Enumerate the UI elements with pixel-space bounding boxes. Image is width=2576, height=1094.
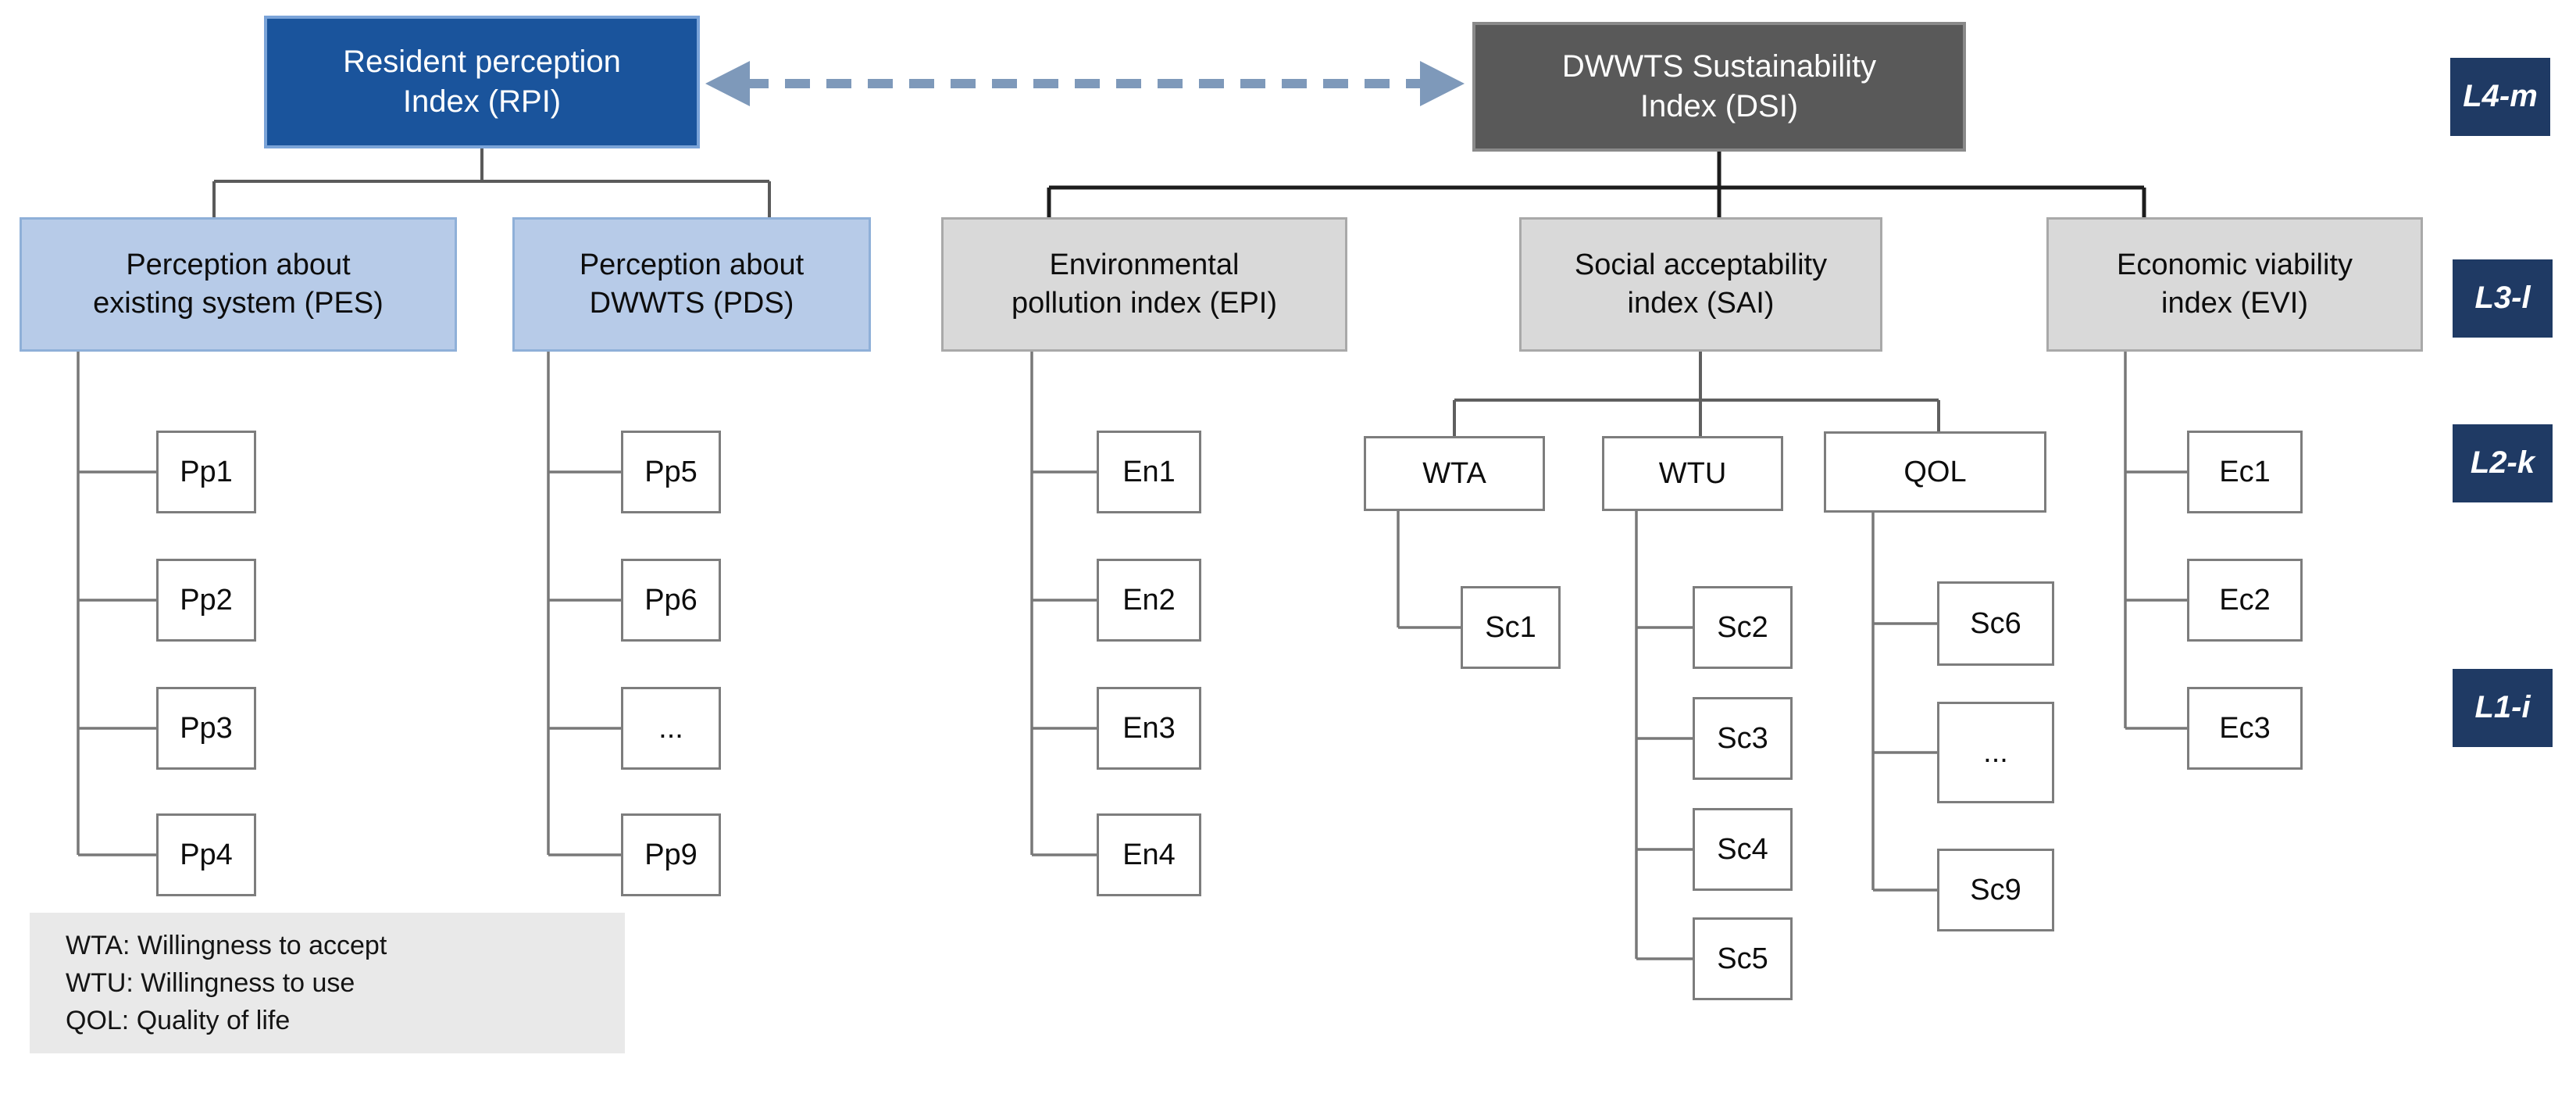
node-ec2: Ec2	[2187, 559, 2303, 642]
node-pds: Perception about DWWTS (PDS)	[512, 217, 871, 352]
dashed-double-arrow	[705, 61, 1465, 106]
node-ec1: Ec1	[2187, 431, 2303, 513]
node-pp6: Pp6	[621, 559, 721, 642]
node-sc2: Sc2	[1693, 586, 1793, 669]
connector-dsi-children	[1047, 152, 2146, 219]
node-pes: Perception about existing system (PES)	[20, 217, 457, 352]
node-rpi: Resident perception Index (RPI)	[264, 16, 700, 148]
connector-pes-children	[77, 352, 156, 856]
legend-line-qol: QOL: Quality of life	[66, 1006, 291, 1036]
node-pp5: Pp5	[621, 431, 721, 513]
connector-sai-children	[1453, 352, 1940, 436]
node-en1: En1	[1097, 431, 1201, 513]
connector-wta-children	[1397, 511, 1461, 629]
node-pp4: Pp4	[156, 813, 256, 896]
node-sc9: Sc9	[1937, 849, 2054, 931]
node-sc3: Sc3	[1693, 697, 1793, 780]
connector-rpi-children	[212, 148, 771, 219]
node-pp1: Pp1	[156, 431, 256, 513]
connector-pds-children	[547, 352, 621, 856]
node-pp9: Pp9	[621, 813, 721, 896]
node-qol-ellipsis: ...	[1937, 702, 2054, 803]
node-pp3: Pp3	[156, 687, 256, 770]
node-en2: En2	[1097, 559, 1201, 642]
node-sc5: Sc5	[1693, 917, 1793, 1000]
connector-epi-children	[1030, 352, 1097, 856]
node-pp-ellipsis: ...	[621, 687, 721, 770]
legend-line-wtu: WTU: Willingness to use	[66, 967, 355, 998]
node-ec3: Ec3	[2187, 687, 2303, 770]
level-badge-l4: L4-m	[2450, 58, 2550, 136]
node-sc4: Sc4	[1693, 808, 1793, 891]
legend-box: WTA: Willingness to accept WTU: Willingn…	[30, 913, 625, 1053]
node-qol: QOL	[1824, 431, 2046, 513]
node-epi: Environmental pollution index (EPI)	[941, 217, 1347, 352]
connector-evi-children	[2124, 352, 2187, 730]
connector-wtu-children	[1635, 511, 1693, 960]
legend-line-wta: WTA: Willingness to accept	[66, 930, 387, 960]
node-wta: WTA	[1364, 436, 1545, 511]
node-en3: En3	[1097, 687, 1201, 770]
level-badge-l2: L2-k	[2453, 424, 2553, 502]
node-sc1: Sc1	[1461, 586, 1561, 669]
node-evi: Economic viability index (EVI)	[2046, 217, 2423, 352]
node-sc6: Sc6	[1937, 581, 2054, 666]
node-en4: En4	[1097, 813, 1201, 896]
node-pp2: Pp2	[156, 559, 256, 642]
level-badge-l3: L3-l	[2453, 259, 2553, 338]
node-sai: Social acceptability index (SAI)	[1519, 217, 1882, 352]
node-dsi: DWWTS Sustainability Index (DSI)	[1472, 22, 1966, 152]
node-wtu: WTU	[1602, 436, 1783, 511]
level-badge-l1: L1-i	[2453, 669, 2553, 747]
connector-qol-children	[1871, 511, 1937, 892]
